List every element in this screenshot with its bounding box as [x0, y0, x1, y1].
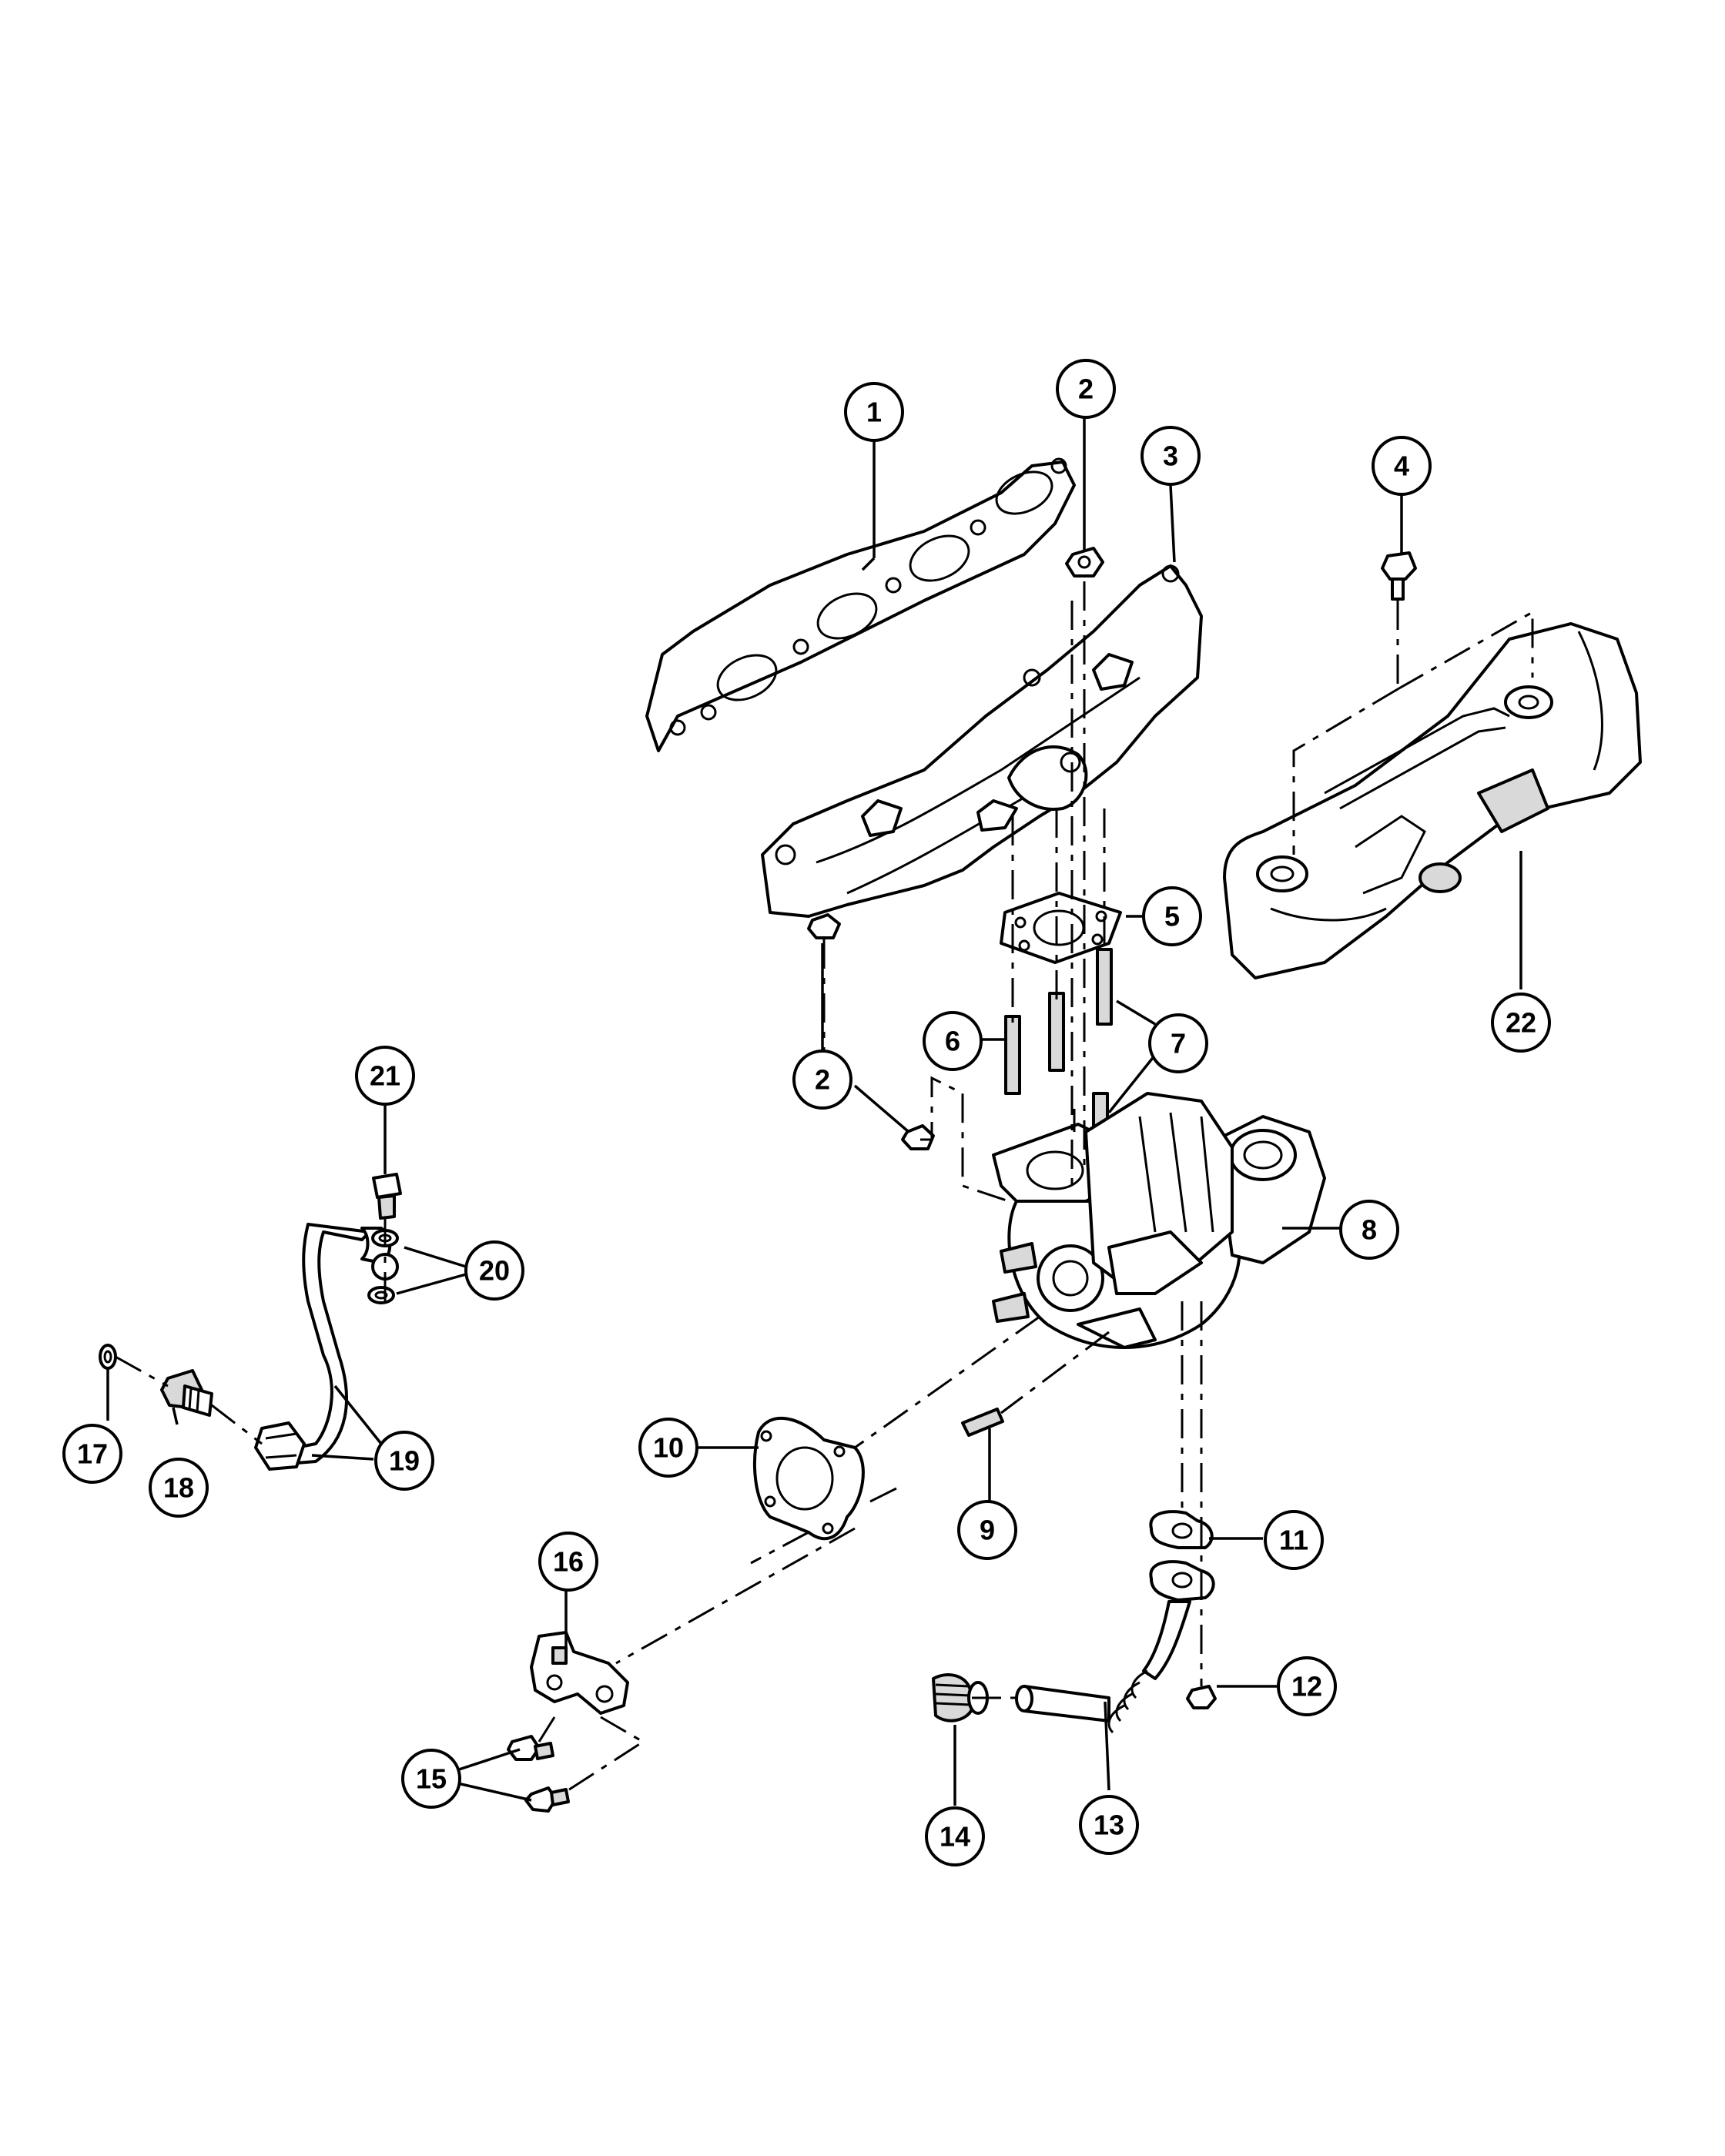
turbo-flange-gasket	[1000, 892, 1122, 964]
assembly-lines	[115, 581, 1534, 1796]
callout-label: 18	[163, 1472, 194, 1504]
oil-drain-tube	[1015, 1560, 1215, 1734]
callout-label: 2	[815, 1064, 830, 1096]
callout-2-lower: 2	[792, 1050, 852, 1110]
callout-15: 15	[401, 1749, 461, 1809]
callout-label: 19	[389, 1445, 420, 1477]
callout-22: 22	[1491, 993, 1551, 1053]
callout-10: 10	[638, 1418, 698, 1478]
callout-label: 20	[479, 1255, 510, 1287]
callout-label: 9	[980, 1515, 995, 1546]
callout-20: 20	[464, 1240, 524, 1301]
callout-label: 21	[370, 1060, 400, 1092]
callout-label: 11	[1279, 1525, 1308, 1556]
callout-6: 6	[923, 1011, 983, 1071]
heat-shield	[1223, 622, 1642, 979]
drain-tube-bolt	[1186, 1685, 1217, 1709]
callout-label: 4	[1394, 450, 1409, 482]
callout-17: 17	[62, 1424, 122, 1484]
callout-label: 15	[416, 1763, 447, 1795]
callout-label: 2	[1078, 373, 1094, 405]
manifold-nut-top	[1065, 547, 1104, 578]
callout-label: 5	[1164, 901, 1180, 932]
callout-9: 9	[957, 1500, 1017, 1560]
oil-drain-gasket-upper	[1149, 1510, 1214, 1549]
studs	[1004, 948, 1113, 1133]
callout-label: 13	[1094, 1810, 1124, 1841]
callout-label: 8	[1362, 1214, 1377, 1246]
callout-12: 12	[1277, 1656, 1337, 1716]
callout-label: 14	[940, 1821, 970, 1853]
callout-3: 3	[1141, 426, 1201, 486]
callout-8: 8	[1339, 1200, 1399, 1260]
callout-13: 13	[1079, 1795, 1139, 1855]
manifold-gasket	[645, 457, 1076, 752]
callout-label: 7	[1171, 1028, 1186, 1060]
callout-18: 18	[149, 1458, 209, 1518]
callout-7: 7	[1148, 1013, 1208, 1073]
callout-label: 3	[1163, 440, 1178, 472]
downpipe-gasket	[753, 1417, 865, 1541]
adapter-fitting	[160, 1369, 213, 1417]
turbocharger	[992, 1092, 1326, 1349]
callout-14: 14	[925, 1806, 985, 1866]
callout-2-top: 2	[1056, 359, 1116, 419]
callout-label: 6	[945, 1026, 960, 1057]
drain-fitting	[932, 1673, 989, 1722]
callout-label: 12	[1291, 1671, 1322, 1702]
exhaust-manifold	[761, 564, 1203, 918]
callout-4: 4	[1372, 436, 1432, 496]
sealing-washer	[99, 1344, 117, 1370]
banjo-washers	[367, 1229, 399, 1304]
callout-label: 16	[553, 1546, 584, 1578]
callout-11: 11	[1264, 1510, 1324, 1570]
oil-feed-line	[254, 1223, 392, 1471]
callout-21: 21	[355, 1046, 415, 1106]
callout-5: 5	[1142, 886, 1202, 946]
callout-16: 16	[538, 1532, 598, 1592]
bracket-bolts	[507, 1735, 570, 1813]
callout-label: 22	[1506, 1007, 1536, 1039]
heat-shield-bolt	[1381, 551, 1417, 601]
turbo-stud	[961, 1408, 1004, 1437]
callout-label: 10	[653, 1432, 684, 1464]
callout-1: 1	[844, 382, 904, 442]
callout-19: 19	[374, 1431, 434, 1491]
turbo-nut	[901, 1124, 935, 1150]
banjo-bolt	[372, 1173, 402, 1220]
leader-lines	[106, 416, 1522, 1806]
downpipe-bracket	[530, 1631, 629, 1715]
callout-label: 1	[866, 397, 882, 428]
callout-label: 17	[77, 1438, 108, 1470]
manifold-nut-lower	[807, 913, 841, 939]
